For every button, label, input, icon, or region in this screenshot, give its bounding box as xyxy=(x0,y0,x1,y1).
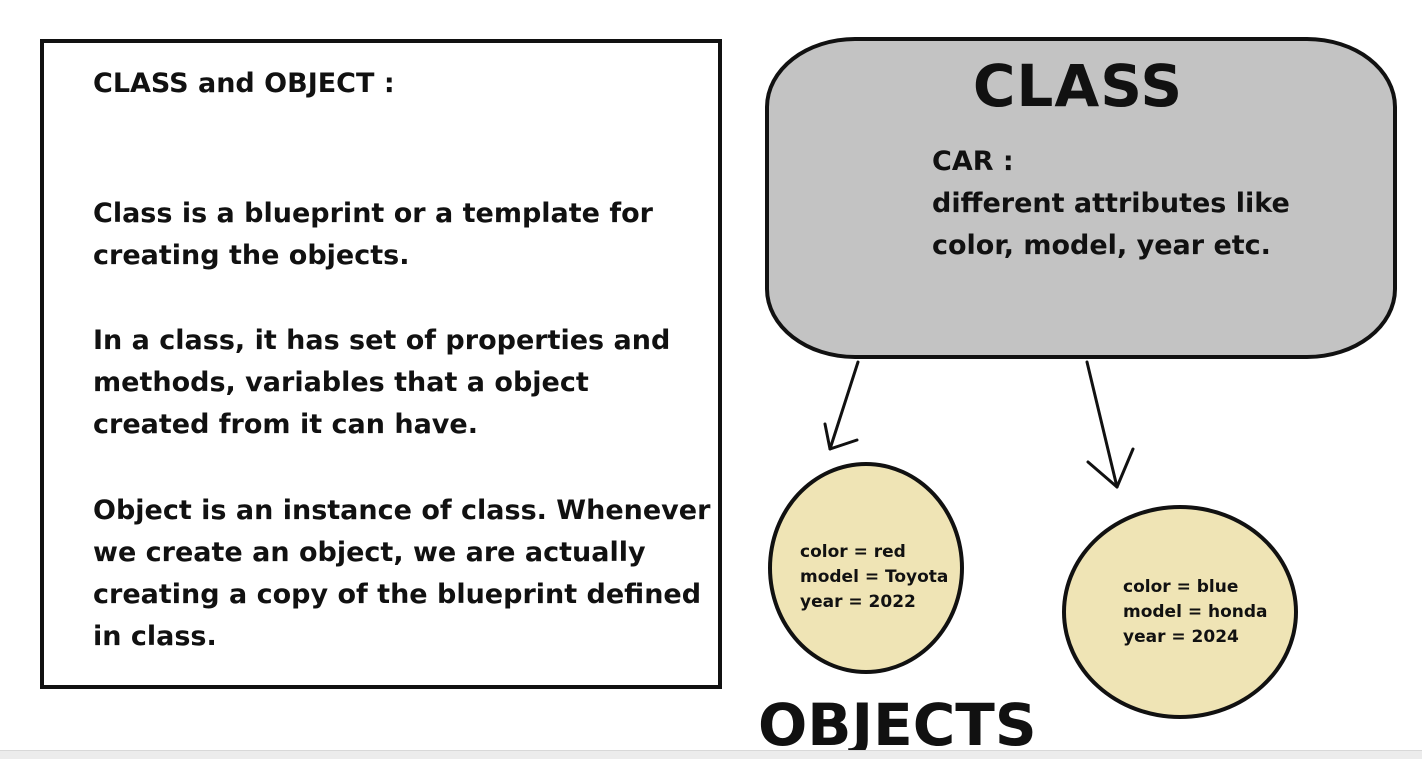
object-node-2: color = blue model = honda year = 2024 xyxy=(1062,505,1298,719)
object-2-color: color = blue xyxy=(1123,577,1239,597)
objects-label: OBJECTS xyxy=(758,691,1037,759)
class-title: CLASS xyxy=(972,52,1184,120)
bottom-scrollbar[interactable] xyxy=(0,750,1422,759)
class-line-name: CAR : xyxy=(932,146,1014,177)
explanation-heading: CLASS and OBJECT : xyxy=(93,68,395,99)
class-line-attributes: different attributes like xyxy=(932,188,1290,219)
object-1-color: color = red xyxy=(800,542,906,562)
class-node: CLASS CAR : different attributes like co… xyxy=(765,37,1397,359)
explanation-box: CLASS and OBJECT : Class is a blueprint … xyxy=(40,39,722,689)
object-2-year: year = 2024 xyxy=(1123,627,1239,647)
arrowhead-object-1 xyxy=(823,422,859,451)
object-node-1: color = red model = Toyota year = 2022 xyxy=(768,462,964,674)
arrow-to-object-2 xyxy=(1085,360,1119,489)
class-description: CAR : different attributes like color, m… xyxy=(932,141,1290,267)
object-1-year: year = 2022 xyxy=(800,592,916,612)
object-2-model: model = honda xyxy=(1123,602,1268,622)
arrow-to-object-1 xyxy=(828,360,860,451)
object-1-model: model = Toyota xyxy=(800,567,949,587)
object-definition-text: Object is an instance of class. Whenever… xyxy=(93,495,711,652)
object-1-attributes: color = red model = Toyota year = 2022 xyxy=(800,540,948,615)
class-properties-text: In a class, it has set of properties and… xyxy=(93,325,671,440)
class-definition-text: Class is a blueprint or a template for c… xyxy=(93,198,653,271)
arrowhead-object-2 xyxy=(1086,447,1135,489)
object-2-attributes: color = blue model = honda year = 2024 xyxy=(1123,575,1268,650)
class-line-attribute-list: color, model, year etc. xyxy=(932,230,1271,261)
